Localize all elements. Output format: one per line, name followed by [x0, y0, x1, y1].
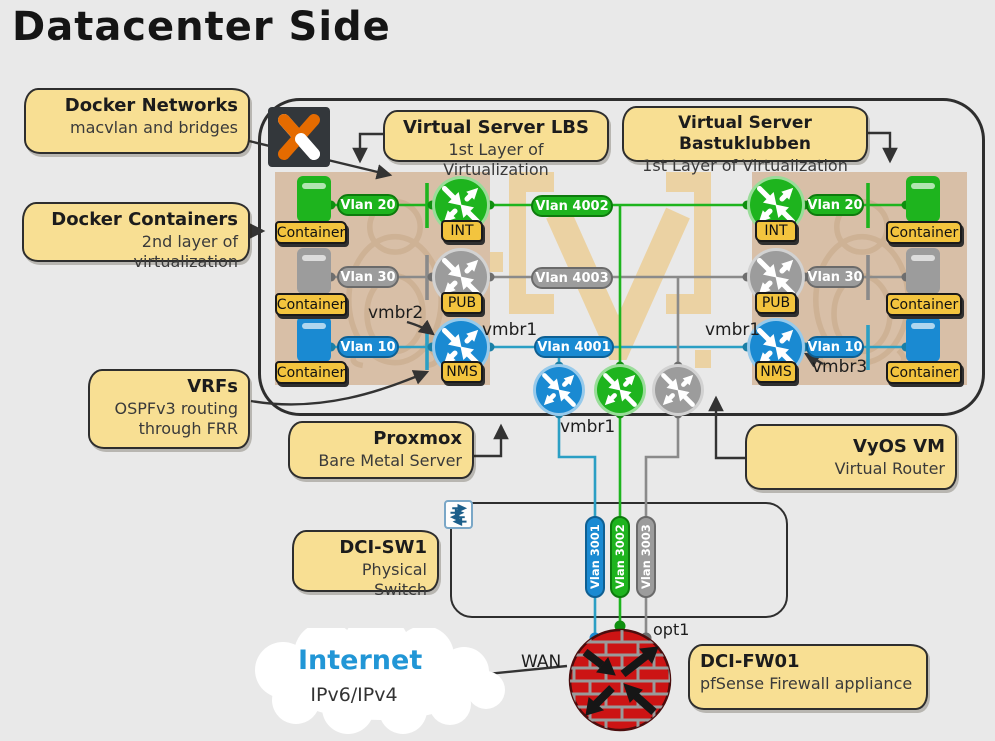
server-icon	[297, 316, 331, 362]
vrf-label: NMS	[755, 361, 797, 383]
vrf-label: PUB	[441, 292, 483, 314]
server-icon	[906, 316, 940, 362]
callout-title: Virtual Server LBS	[403, 117, 589, 138]
router-icon-vmbr1-gray	[652, 364, 704, 416]
callout-subtitle: OSPFv3 routing	[114, 398, 238, 418]
callout-title: DCI-FW01	[700, 651, 800, 672]
vrf-label: INT	[441, 220, 483, 242]
container-label: Container	[886, 221, 962, 244]
callout-dci-fw01: DCI-FW01 pfSense Firewall appliance	[688, 644, 928, 710]
callout-subtitle: macvlan and bridges	[70, 117, 238, 137]
callout-vyos-vm: VyOS VM Virtual Router	[745, 424, 957, 490]
container-label: Container	[275, 293, 347, 316]
callout-title: DCI-SW1	[339, 537, 427, 558]
trunk-vlan-pill: Vlan 4002	[531, 195, 613, 217]
callout-title: Docker Containers	[51, 209, 238, 230]
callout-subtitle: 1st Layer of Virtualization	[443, 139, 549, 179]
page-title: Datacenter Side	[12, 4, 391, 50]
callout-title: Docker Networks	[64, 95, 238, 116]
vmbr1-label-right: vmbr1	[705, 320, 761, 340]
callout-subtitle: pfSense Firewall appliance	[700, 673, 913, 693]
proxmox-logo	[268, 107, 330, 167]
vlan-pill: Vlan 30	[337, 266, 399, 288]
callout-subtitle: 1st Layer of Virtualization	[642, 155, 848, 175]
vlan-pill: Vlan 30	[806, 266, 864, 288]
callout-proxmox: Proxmox Bare Metal Server	[288, 421, 474, 479]
router-icon-vmbr1-blue	[533, 364, 585, 416]
callout-subtitle: Physical Switch	[361, 559, 427, 599]
vlan-pill: Vlan 10	[806, 336, 864, 358]
firewall-icon	[568, 628, 672, 732]
server-icon	[297, 248, 331, 294]
switch-vlan-pill: Vlan 3001	[585, 516, 605, 598]
switch-icon	[444, 500, 473, 529]
callout-virtual-server-lbs: Virtual Server LBS 1st Layer of Virtuali…	[383, 110, 609, 179]
vlan-pill: Vlan 20	[337, 194, 399, 216]
callout-subtitle: 2nd layer of virtualization	[133, 231, 238, 271]
callout-subtitle: Bare Metal Server	[318, 450, 462, 470]
server-icon	[297, 176, 331, 222]
callout-title: VRFs	[187, 376, 238, 397]
vrf-label: PUB	[755, 292, 797, 314]
vrf-label: INT	[755, 220, 797, 242]
vmbr2-label: vmbr2	[368, 303, 424, 323]
internet-subtitle: IPv6/IPv4	[310, 684, 398, 706]
container-label: Container	[886, 361, 962, 384]
callout-virtual-server-bastuklubben: Virtual Server Bastuklubben 1st Layer of…	[622, 106, 868, 175]
callout-docker-containers: Docker Containers 2nd layer of virtualiz…	[22, 202, 250, 271]
vmbr1-label-bottom: vmbr1	[560, 417, 616, 437]
container-label: Container	[886, 293, 962, 316]
router-icon-vmbr1-green	[594, 364, 646, 416]
internet-cloud	[255, 628, 505, 734]
container-label: Container	[275, 221, 347, 244]
callout-dci-sw1: DCI-SW1 Physical Switch	[292, 530, 439, 599]
vmbr3-label: vmbr3	[812, 357, 868, 377]
switch-vlan-pill: Vlan 3003	[636, 516, 656, 598]
server-icon	[906, 176, 940, 222]
callout-subtitle: Virtual Router	[834, 458, 945, 478]
callout-title: VyOS VM	[852, 436, 945, 457]
callout-subtitle: through FRR	[138, 418, 238, 438]
vrf-label: NMS	[441, 361, 483, 383]
vmbr1-label-left: vmbr1	[482, 320, 538, 340]
callout-vrfs: VRFs OSPFv3 routing through FRR	[88, 369, 250, 449]
trunk-vlan-pill: Vlan 4003	[531, 267, 613, 289]
server-icon	[906, 248, 940, 294]
trunk-vlan-pill: Vlan 4001	[534, 336, 614, 358]
container-label: Container	[275, 361, 347, 384]
vlan-pill: Vlan 10	[337, 336, 399, 358]
switch-vlan-pill: Vlan 3002	[610, 516, 630, 598]
callout-title: Proxmox	[373, 428, 462, 449]
opt1-label: opt1	[653, 620, 690, 639]
vlan-pill: Vlan 20	[806, 194, 864, 216]
wan-label: WAN	[521, 652, 562, 672]
callout-docker-networks: Docker Networks macvlan and bridges	[24, 88, 250, 154]
callout-title: Virtual Server Bastuklubben	[678, 113, 812, 155]
internet-title: Internet	[298, 645, 423, 676]
